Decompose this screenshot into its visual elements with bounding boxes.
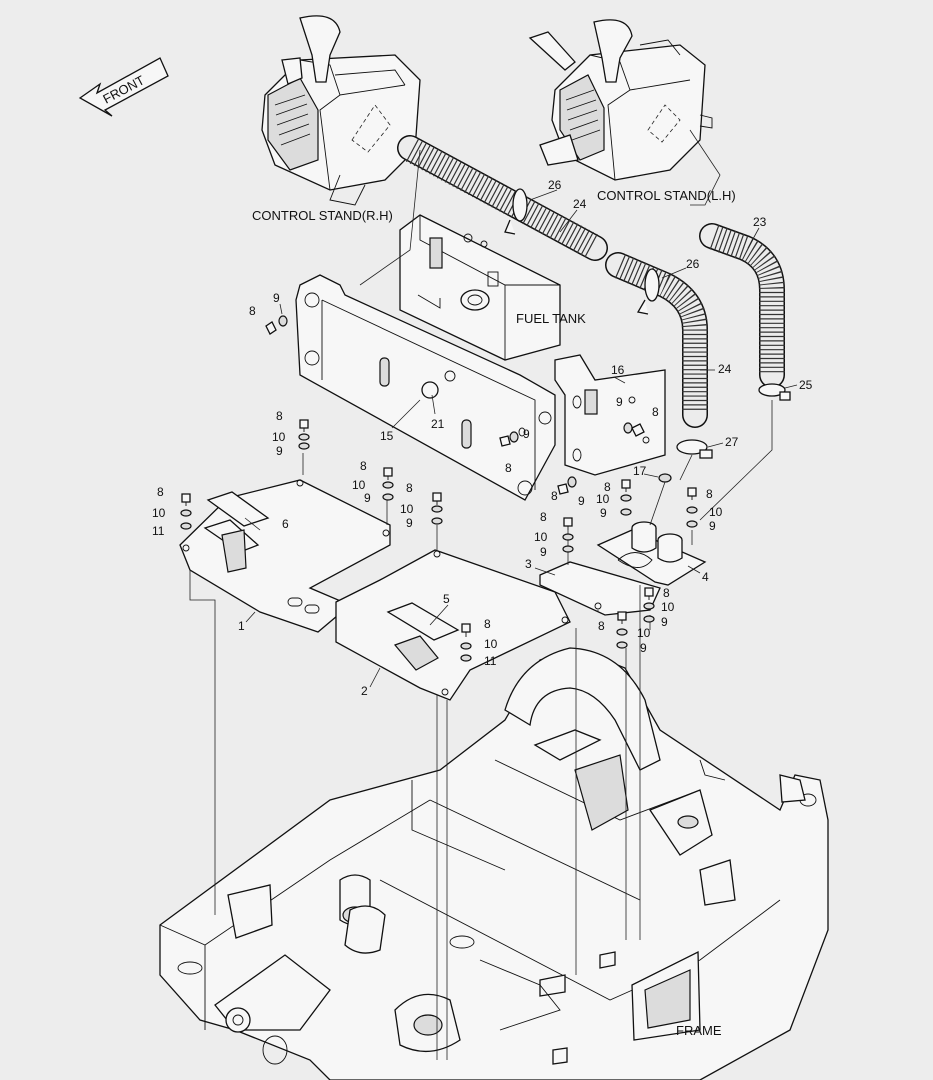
callout-9-h: 9 <box>600 506 607 520</box>
pedal-6 <box>203 491 270 573</box>
callout-4: 4 <box>702 570 709 584</box>
callout-9-i: 9 <box>709 519 716 533</box>
clamp-26-a <box>504 188 528 235</box>
callout-24-lower: 24 <box>718 362 732 376</box>
plate-3 <box>539 561 661 616</box>
callout-8-m: 8 <box>551 489 558 503</box>
callout-8-d: 8 <box>157 485 164 499</box>
front-arrow: FRONT <box>78 57 169 117</box>
control-stand-rh-label: CONTROL STAND(R.H) <box>252 208 393 223</box>
callout-9-g: 9 <box>540 545 547 559</box>
callout-8-a: 8 <box>249 304 256 318</box>
callout-23: 23 <box>753 215 767 229</box>
callout-10-b: 10 <box>272 430 286 444</box>
callout-17: 17 <box>633 464 647 478</box>
duct-hose-24-upper <box>397 135 608 261</box>
assembly-leader-lines <box>189 149 693 1060</box>
clamp-26-b <box>636 268 660 315</box>
callout-8-k: 8 <box>598 619 605 633</box>
fastener-stacks <box>180 315 698 662</box>
callout-9-l: 9 <box>523 427 530 441</box>
callout-8-i: 8 <box>706 487 713 501</box>
callout-26-lower: 26 <box>686 257 700 271</box>
clamp-25 <box>758 383 791 401</box>
callout-9-k: 9 <box>640 641 647 655</box>
floor-plate-2 <box>335 549 571 701</box>
callout-9-a: 9 <box>273 291 280 305</box>
callout-10-d: 10 <box>152 506 166 520</box>
callout-11-d: 11 <box>152 524 165 538</box>
callout-9-m: 9 <box>578 494 585 508</box>
bolt-group <box>180 315 698 662</box>
callout-9-j: 9 <box>661 615 668 629</box>
callout-numbers: 1 2 3 4 5 6 15 16 17 21 23 24 24 25 26 2… <box>152 178 813 698</box>
bracket-16 <box>554 354 666 476</box>
callout-10-k: 10 <box>637 626 651 640</box>
frame-label: FRAME <box>676 1023 722 1038</box>
callout-6: 6 <box>282 517 289 531</box>
callout-8-c: 8 <box>360 459 367 473</box>
callout-3: 3 <box>525 557 532 571</box>
callout-5: 5 <box>443 592 450 606</box>
callout-25: 25 <box>799 378 813 392</box>
callout-8-j: 8 <box>663 586 670 600</box>
control-stand-lh <box>528 19 713 181</box>
callout-10-i: 10 <box>709 505 723 519</box>
callout-24-upper: 24 <box>573 197 587 211</box>
callout-1: 1 <box>238 619 245 633</box>
callout-9-b: 9 <box>276 444 283 458</box>
fuel-tank <box>399 214 561 361</box>
callout-8-n: 8 <box>652 405 659 419</box>
callout-8-l: 8 <box>505 461 512 475</box>
callout-11-f: 11 <box>484 654 497 668</box>
upper-frame <box>159 647 829 1080</box>
fuel-tank-label: FUEL TANK <box>516 311 586 326</box>
callout-15: 15 <box>380 429 394 443</box>
callout-10-c: 10 <box>352 478 366 492</box>
callout-26-upper: 26 <box>548 178 562 192</box>
callout-10-e: 10 <box>400 502 414 516</box>
callout-21: 21 <box>431 417 445 431</box>
duct-hose-23 <box>699 223 785 388</box>
callout-8-b: 8 <box>276 409 283 423</box>
cover-plate-15 <box>295 274 556 501</box>
callout-16: 16 <box>611 363 625 377</box>
plug-17 <box>658 473 672 483</box>
callout-2: 2 <box>361 684 368 698</box>
callout-9-e: 9 <box>406 516 413 530</box>
control-stand-rh <box>261 15 421 206</box>
callout-9-c: 9 <box>364 491 371 505</box>
callout-leaders <box>244 189 798 688</box>
callout-10-j: 10 <box>661 600 675 614</box>
duct-hose-24-lower <box>605 252 708 428</box>
callout-27: 27 <box>725 435 739 449</box>
callout-10-h: 10 <box>596 492 610 506</box>
callout-8-g: 8 <box>540 510 547 524</box>
callout-9-n: 9 <box>616 395 623 409</box>
callout-8-h: 8 <box>604 480 611 494</box>
control-stand-lh-label: CONTROL STAND(L.H) <box>597 188 736 203</box>
plate-4 <box>596 473 707 586</box>
callout-10-f: 10 <box>484 637 498 651</box>
callout-10-g: 10 <box>534 530 548 544</box>
clamp-27 <box>676 439 713 459</box>
callout-8-e: 8 <box>406 481 413 495</box>
callout-8-f: 8 <box>484 617 491 631</box>
pedal-5 <box>386 602 460 671</box>
